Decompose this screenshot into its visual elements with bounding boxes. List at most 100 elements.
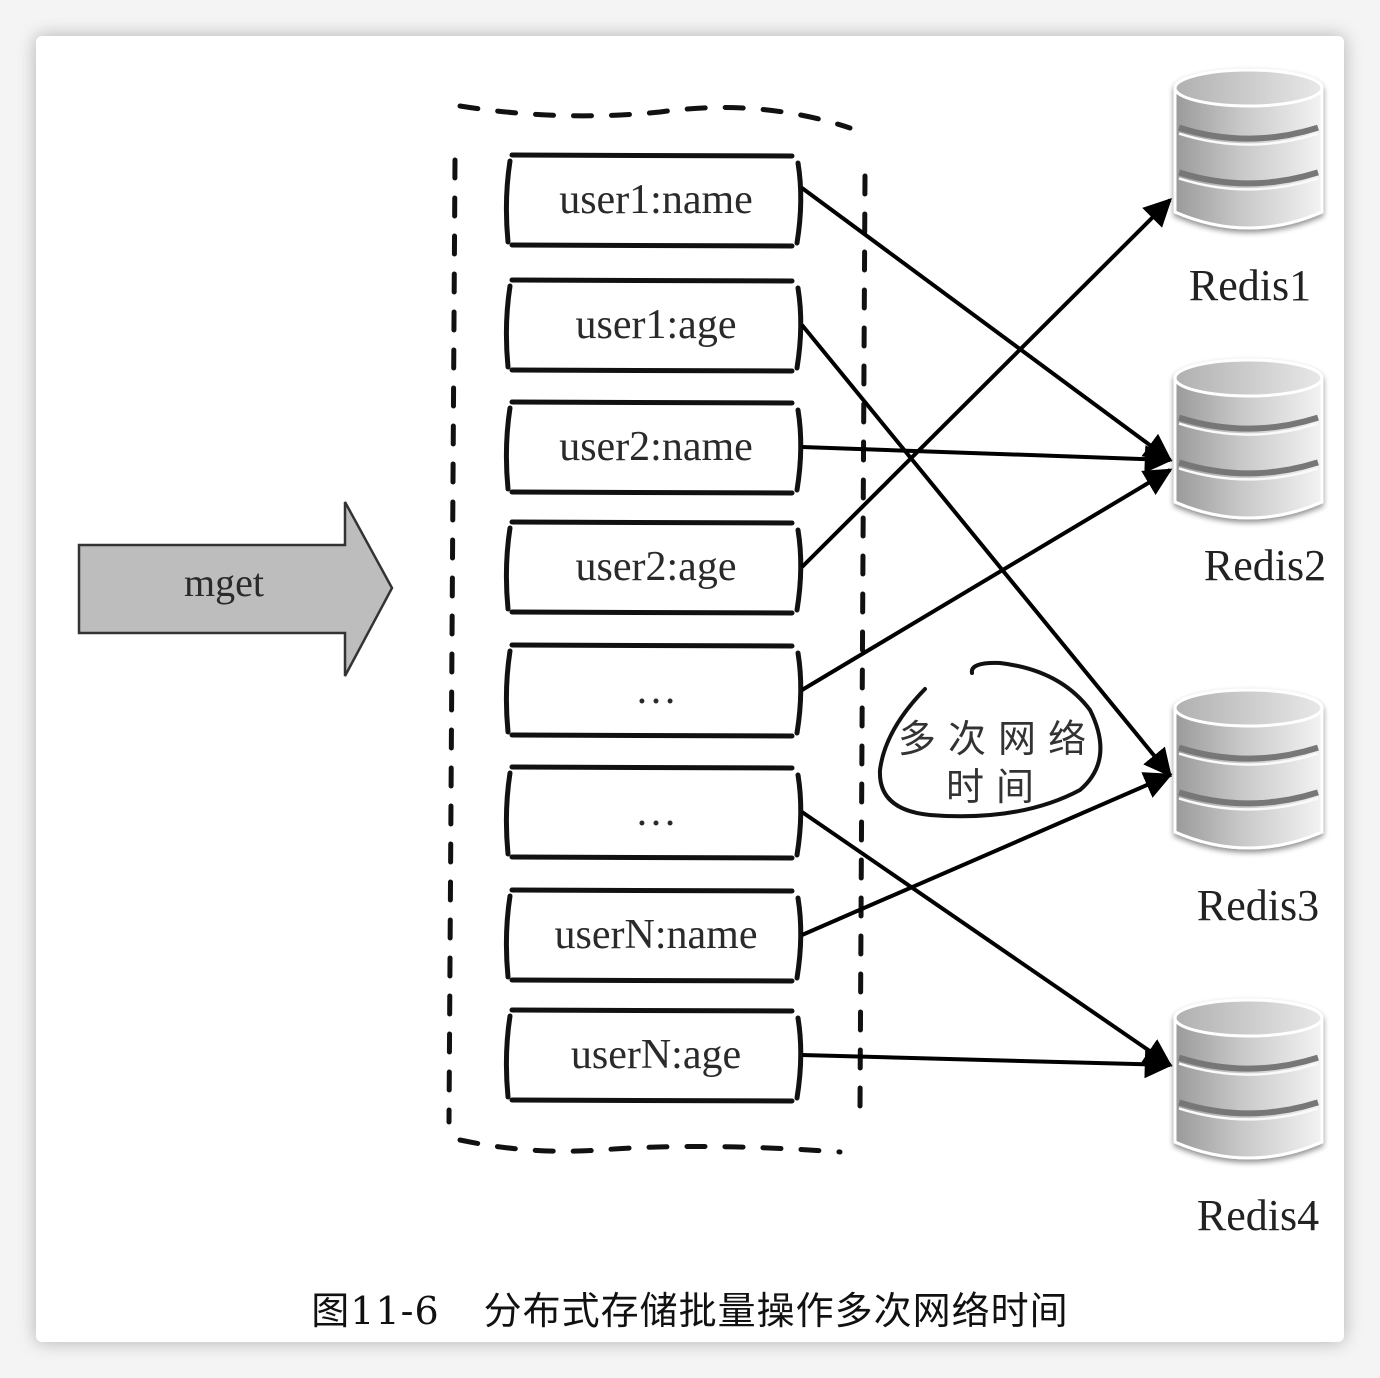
annotation-line2: 时 间 xyxy=(946,765,1034,809)
key-box-bottom xyxy=(509,1097,795,1104)
key-box: … xyxy=(503,642,804,739)
key-label: user1:age xyxy=(576,302,737,348)
key-box-left xyxy=(503,525,513,612)
db-band xyxy=(1178,1054,1319,1072)
key-box-top xyxy=(509,519,795,526)
arrow-shape xyxy=(77,501,394,677)
key-box-right xyxy=(794,407,804,493)
redis-label: Redis2 xyxy=(1204,541,1326,590)
key-box-bottom xyxy=(509,242,795,249)
mget-arrow: mget xyxy=(77,501,394,677)
connection-arrow xyxy=(800,186,1173,462)
container-top-edge xyxy=(457,103,853,131)
key-label: user1:name xyxy=(559,177,753,223)
redis-node: Redis3 xyxy=(1173,688,1324,930)
network-time-annotation: 多 次 网 络 时 间 xyxy=(877,660,1103,819)
key-label: user2:age xyxy=(576,544,737,590)
key-box-bottom xyxy=(509,367,795,374)
figure-card xyxy=(36,36,1344,1342)
key-box: user1:name xyxy=(503,152,804,249)
key-box-right xyxy=(794,527,804,613)
connection-arrow xyxy=(800,468,1173,692)
container-right-edge xyxy=(857,173,868,1113)
db-body xyxy=(1173,706,1324,850)
key-box-top xyxy=(509,642,795,649)
connection-arrow xyxy=(800,810,1173,1067)
key-box-top xyxy=(509,764,795,771)
redis-node: Redis1 xyxy=(1173,68,1324,310)
redis-node: Redis2 xyxy=(1173,358,1326,590)
db-body xyxy=(1173,376,1324,520)
db-body xyxy=(1173,86,1324,230)
redis-node: Redis4 xyxy=(1173,998,1324,1240)
key-box-right xyxy=(794,895,804,981)
key-box-bottom xyxy=(509,489,795,496)
key-box-left xyxy=(503,648,513,735)
db-band xyxy=(1178,169,1319,187)
key-box-top xyxy=(509,887,795,894)
db-top xyxy=(1173,998,1324,1038)
connections xyxy=(800,186,1173,1079)
key-box: userN:name xyxy=(503,887,804,984)
key-box-bottom xyxy=(509,609,795,616)
caption-number: 图11-6 xyxy=(311,1289,440,1333)
key-box: user1:age xyxy=(503,277,804,374)
connection-arrow xyxy=(800,198,1172,569)
db-body xyxy=(1173,1016,1324,1160)
db-band-highlight xyxy=(1178,132,1319,146)
db-band xyxy=(1178,1099,1319,1117)
database-icon xyxy=(1173,688,1324,850)
key-box-left xyxy=(503,283,513,370)
key-box-right xyxy=(794,160,804,246)
db-top xyxy=(1173,688,1324,728)
db-band-highlight xyxy=(1178,177,1319,191)
connection-arrow xyxy=(801,772,1173,937)
mget-label: mget xyxy=(184,560,264,605)
key-box: … xyxy=(503,764,804,861)
db-band-highlight xyxy=(1178,797,1319,811)
db-top xyxy=(1173,68,1324,108)
key-box-bottom xyxy=(509,977,795,984)
container-bottom-edge xyxy=(457,1137,843,1155)
key-box-left xyxy=(503,893,513,980)
db-band-highlight xyxy=(1178,1062,1319,1076)
key-box-bottom xyxy=(509,732,795,739)
db-band-highlight xyxy=(1178,467,1319,481)
key-box-left xyxy=(503,405,513,492)
key-box-left xyxy=(503,770,513,857)
key-label: userN:name xyxy=(555,912,758,958)
db-band xyxy=(1178,744,1319,762)
key-box-top xyxy=(509,152,795,159)
key-box-left xyxy=(503,158,513,245)
connection-arrow xyxy=(801,1050,1173,1079)
annotation-line1: 多 次 网 络 xyxy=(898,717,1086,761)
key-list: user1:name user1:age user2:name user2:age … …… xyxy=(503,152,804,1104)
database-icon xyxy=(1173,68,1324,230)
container-left-edge xyxy=(446,157,458,1125)
db-band-highlight xyxy=(1178,752,1319,766)
key-box-top xyxy=(509,277,795,284)
key-box-right xyxy=(794,1015,804,1101)
db-band xyxy=(1178,459,1319,477)
redis-label: Redis4 xyxy=(1197,1191,1319,1240)
key-label: user2:name xyxy=(559,424,753,470)
caption-title: 分布式存储批量操作多次网络时间 xyxy=(483,1289,1069,1333)
db-band xyxy=(1178,414,1319,432)
key-label: userN:age xyxy=(571,1032,741,1078)
key-box-right xyxy=(794,772,804,858)
key-box-top xyxy=(509,1007,795,1014)
key-box: user2:age xyxy=(503,519,804,616)
key-box-right xyxy=(794,285,804,371)
key-label: … xyxy=(635,667,677,713)
database-icon xyxy=(1173,358,1324,520)
batch-container xyxy=(446,103,868,1155)
key-box-left xyxy=(503,1013,513,1100)
db-band xyxy=(1178,124,1319,142)
annotation-loop xyxy=(877,660,1103,819)
connection-arrow xyxy=(801,445,1173,474)
figure-caption: 图11-6 分布式存储批量操作多次网络时间 xyxy=(0,1280,1380,1335)
db-top xyxy=(1173,358,1324,398)
key-box-bottom xyxy=(509,854,795,861)
